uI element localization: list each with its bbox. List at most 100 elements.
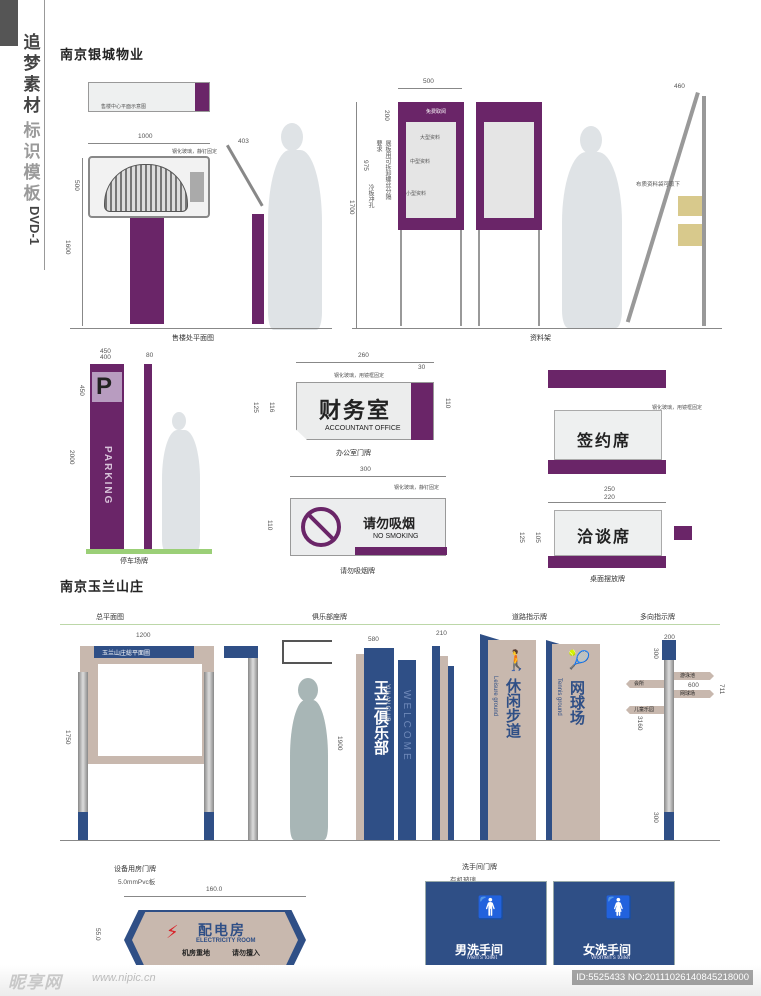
multi-label: 多向指示牌 [640, 614, 675, 621]
person-silhouette-1 [281, 123, 303, 151]
club-label: 俱乐部座牌 [312, 614, 347, 621]
plan-base-right [204, 812, 214, 840]
club-bracket [282, 640, 332, 664]
desk-side-base [674, 526, 692, 540]
desk-note: 钢化玻璃，用镜框固定 [652, 405, 703, 411]
path-en-1: Leisure ground [492, 676, 498, 717]
club-side-3 [448, 666, 454, 840]
power-sign: ⚡ 配电房 ELECTRICITY ROOM 机房重地 请勿擅入 [132, 912, 298, 968]
plan-post-right [204, 672, 214, 840]
sales-top-sign: 售楼中心平面示意图 [88, 82, 210, 112]
dim-desk-w2: 220 [604, 494, 615, 501]
nosmoking-icon [301, 507, 341, 547]
plan-side-post [248, 658, 258, 840]
dim-multi-c: 711 [718, 684, 725, 695]
toilet-women-cn: 女洗手间 [583, 943, 632, 957]
path-sign-2: 🎾 网球场 Tennis ground [552, 644, 600, 840]
multi-arrow-1: 会所 [626, 680, 664, 688]
desk-top-bar [548, 370, 666, 388]
dim-club-w1: 580 [368, 636, 379, 643]
dim-line [290, 476, 446, 477]
rack-notes-2: 冷板冲孔 [367, 184, 373, 208]
power-label: 设备用房门牌 [114, 866, 156, 873]
ground-line [352, 328, 722, 329]
tennis-icon: 🎾 [568, 650, 591, 670]
rack-side-note: 布质资料袋可取下 [636, 182, 681, 188]
dim-sales-side-w: 403 [238, 138, 249, 145]
dim-park-h: 2000 [68, 450, 75, 465]
dim-line [548, 502, 666, 503]
club-welcome: WELCOME [401, 690, 412, 763]
dim-park-w3: 80 [146, 352, 154, 359]
club-cn: 玉兰俱乐部 [372, 680, 389, 755]
section2-rule [60, 624, 720, 625]
path-cn-2: 网球场 [568, 680, 585, 725]
dim-rack-w: 500 [423, 78, 434, 85]
dim-park-w1: 450 [100, 348, 111, 355]
side-title-1: 追梦素材 [23, 33, 41, 115]
desk-sign-2-text: 洽谈席 [577, 529, 632, 546]
dim-power-h: 55.0 [94, 928, 101, 941]
desk-sign-1: 签约席 [554, 410, 662, 460]
desk-sign-2: 洽谈席 [554, 510, 662, 556]
sales-note: 钢化玻璃，静钉固定 [172, 149, 218, 155]
path-cn-1: 休闲步道 [504, 678, 521, 738]
grass-strip [86, 549, 212, 554]
dim-multi-v1: 300 [652, 648, 659, 659]
dim-plan-h: 1750 [64, 730, 71, 745]
club-sign: 玉兰俱乐部 YULAN CLUB [364, 648, 394, 840]
sales-post [130, 218, 164, 324]
office-note: 钢化玻璃，用镜框固定 [334, 373, 385, 379]
nosmoking-cn: 请勿吸烟 [363, 516, 416, 531]
dim-desk-w: 250 [604, 486, 615, 493]
side-divider [44, 0, 45, 270]
desk-caption: 桌面摆放牌 [590, 576, 625, 583]
power-sub-2: 请勿擅入 [232, 950, 260, 957]
dim-office-h3: 110 [444, 398, 451, 409]
multi-base [664, 812, 674, 840]
dim-office-w: 260 [358, 352, 369, 359]
footer-url[interactable]: www.nipic.cn [92, 972, 156, 984]
desk-sign-2-base [548, 556, 666, 568]
parking-side [144, 364, 152, 552]
rack-back [476, 102, 542, 230]
dim-club-h: 1900 [336, 736, 343, 751]
power-sub-1: 机房重地 [182, 950, 210, 957]
side-title-3: DVD-1 [27, 206, 42, 246]
multi-arrow-4: 儿童乐园 [626, 706, 664, 714]
dim-rack-h-top: 200 [383, 110, 390, 121]
nosmoking-sign: 请勿吸烟 NO SMOKING [290, 498, 447, 556]
side-tab: 追梦素材 标识模板 DVD-1 [0, 0, 46, 996]
office-caption: 办公室门牌 [336, 450, 371, 457]
dim-sales-w: 1000 [138, 133, 153, 140]
plan-label: 总平面图 [96, 614, 124, 621]
man-icon: 🚹 [477, 895, 505, 920]
dim-office-h1: 125 [252, 402, 259, 413]
sales-side-view [222, 144, 268, 326]
person-silhouette-3 [172, 412, 186, 430]
footer-logo: 昵享网 [8, 973, 62, 992]
nosmoking-en: NO SMOKING [373, 533, 419, 540]
office-sign-en: ACCOUNTANT OFFICE [325, 425, 401, 432]
sales-top-sign-text: 售楼中心平面示意图 [101, 104, 147, 110]
dim-rack-w2: 460 [674, 83, 685, 90]
dim-smoke-h: 110 [266, 520, 273, 531]
club-welcome-panel: WELCOME [398, 660, 416, 840]
power-note: 5.0mmPvc板 [118, 879, 156, 886]
path-label: 道路指示牌 [512, 614, 547, 621]
dim-line [124, 896, 306, 897]
dim-line [296, 362, 434, 363]
rack-notes: 展板用可拆卸螺丝分隔要求 [375, 140, 390, 200]
person-silhouette-2 [580, 126, 602, 154]
walker-icon: 🚶 [504, 650, 529, 672]
dim-power-w: 160.0 [206, 886, 223, 893]
side-tab-accent [0, 0, 18, 46]
toilet-women-sign: 🚺 女洗手间 Women's toilet [553, 881, 675, 967]
section2-title: 南京玉兰山庄 [60, 579, 145, 594]
club-side-2 [440, 656, 448, 840]
plan-board: 玉兰山庄総平面圖 [80, 646, 214, 764]
rack-back-legs [478, 230, 540, 326]
dim-multi-w: 200 [664, 634, 675, 641]
plan-post-left [78, 672, 88, 840]
person-silhouette-2-body [562, 152, 622, 328]
